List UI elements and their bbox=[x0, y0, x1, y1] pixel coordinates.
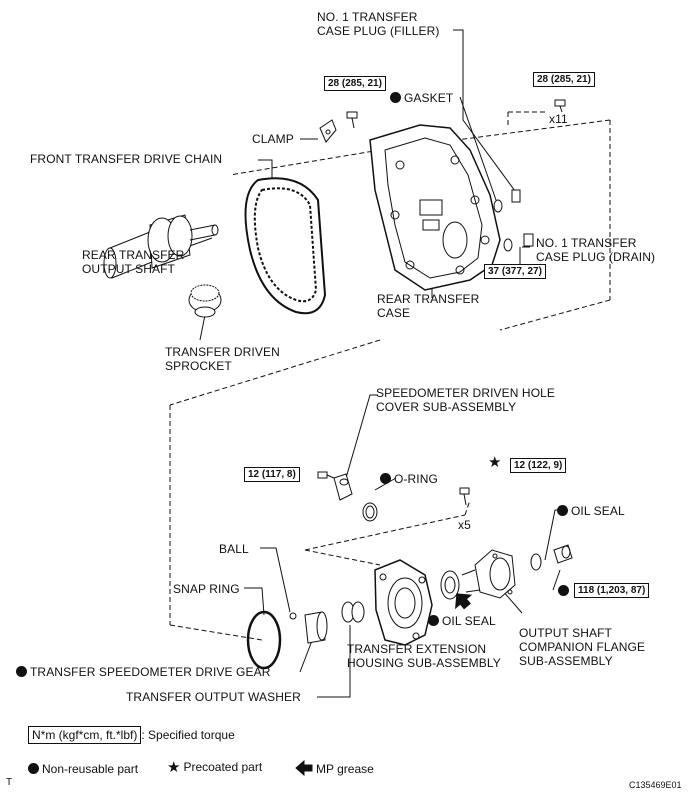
rear-output-shaft bbox=[103, 214, 219, 279]
label-rear-case-line2: CASE bbox=[377, 306, 411, 320]
label-companion-flange-line2: COMPANION FLANGE bbox=[519, 640, 646, 654]
label-companion-flange-line3: SUB-ASSEMBLY bbox=[519, 654, 613, 668]
nonreusable-icon bbox=[16, 666, 27, 677]
flange-nut bbox=[553, 544, 573, 564]
label-rear-case: REAR TRANSFER CASE bbox=[377, 292, 479, 320]
label-rear-shaft: REAR TRANSFER OUTPUT SHAFT bbox=[82, 248, 184, 276]
bolt-upper-right bbox=[554, 99, 566, 113]
torque-12-117: 12 (117, 8) bbox=[244, 467, 300, 482]
torque-118-group bbox=[558, 584, 572, 598]
figure-code: C135469E01 bbox=[629, 780, 682, 790]
label-rear-case-line1: REAR TRANSFER bbox=[377, 292, 480, 306]
legend-nonreusable-text: Non-reusable part bbox=[42, 762, 139, 776]
label-extension-housing-line2: HOUSING SUB-ASSEMBLY bbox=[347, 656, 501, 670]
torque-12-122: 12 (122, 9) bbox=[510, 458, 567, 473]
legend-precoated: ★Precoated part bbox=[167, 759, 263, 776]
label-filler-plug-line1: NO. 1 TRANSFER bbox=[317, 10, 418, 24]
label-drain-plug: NO. 1 TRANSFER CASE PLUG (DRAIN) bbox=[536, 236, 655, 264]
label-companion-flange-line1: OUTPUT SHAFT bbox=[519, 626, 612, 640]
label-rear-shaft-line2: OUTPUT SHAFT bbox=[82, 262, 175, 276]
label-filler-plug: NO. 1 TRANSFER CASE PLUG (FILLER) bbox=[317, 10, 440, 38]
nonreusable-icon bbox=[557, 505, 568, 516]
label-oil-seal-mid-text: OIL SEAL bbox=[442, 614, 496, 628]
snap-ring-part bbox=[246, 610, 282, 670]
nonreusable-icon bbox=[558, 585, 569, 596]
label-speedo-cover-line1: SPEEDOMETER DRIVEN HOLE bbox=[376, 386, 556, 400]
torque-118: 118 (1,203, 87) bbox=[574, 583, 650, 598]
legend-mp-grease: MP grease bbox=[316, 762, 374, 776]
label-speedo-cover-line2: COVER SUB-ASSEMBLY bbox=[376, 400, 517, 414]
ball-part bbox=[289, 612, 297, 620]
legend-torque: N*m (kgf*cm, ft.*lbf): Specified torque bbox=[28, 726, 235, 744]
precoated-star-icon: ★ bbox=[167, 759, 181, 776]
drive-chain bbox=[244, 177, 327, 315]
label-driven-sprocket-line2: SPROCKET bbox=[165, 359, 232, 373]
speedo-cover-bolt bbox=[317, 471, 335, 479]
label-gasket: GASKET bbox=[390, 91, 453, 105]
label-speedo-gear: TRANSFER SPEEDOMETER DRIVE GEAR bbox=[16, 665, 270, 679]
mp-grease-legend-arrow bbox=[295, 759, 313, 777]
label-speedo-gear-text: TRANSFER SPEEDOMETER DRIVE GEAR bbox=[30, 665, 271, 679]
torque-12-122-group: ★ bbox=[488, 454, 505, 471]
gasket-filler bbox=[493, 199, 503, 213]
legend-torque-text: : Specified torque bbox=[141, 728, 235, 742]
precoated-star-icon: ★ bbox=[488, 454, 502, 471]
extension-bolt bbox=[459, 487, 470, 506]
label-front-chain: FRONT TRANSFER DRIVE CHAIN bbox=[30, 152, 223, 166]
nonreusable-icon bbox=[428, 615, 439, 626]
label-x5: x5 bbox=[458, 518, 471, 532]
label-o-ring-text: O-RING bbox=[394, 472, 438, 486]
torque-28-right: 28 (285, 21) bbox=[533, 72, 595, 87]
speedo-drive-gear bbox=[304, 611, 328, 644]
label-oil-seal-top-text: OIL SEAL bbox=[571, 504, 625, 518]
gasket-drain bbox=[503, 238, 513, 252]
output-washers bbox=[341, 601, 365, 623]
label-oil-seal-mid: OIL SEAL bbox=[428, 614, 496, 628]
oil-seal-mid-part bbox=[440, 570, 460, 600]
speedo-cover bbox=[333, 473, 353, 501]
legend-precoated-text: Precoated part bbox=[183, 760, 263, 774]
alignment-lines-upper bbox=[169, 111, 611, 641]
label-rear-shaft-line1: REAR TRANSFER bbox=[82, 248, 185, 262]
label-driven-sprocket: TRANSFER DRIVEN SPROCKET bbox=[165, 345, 280, 373]
corner-letter: T bbox=[6, 777, 13, 788]
label-o-ring: O-RING bbox=[380, 472, 438, 486]
legend-torque-box: N*m (kgf*cm, ft.*lbf) bbox=[28, 726, 142, 744]
drain-plug bbox=[523, 233, 534, 247]
label-gasket-text: GASKET bbox=[404, 91, 454, 105]
companion-flange bbox=[461, 549, 516, 599]
label-extension-housing-line1: TRANSFER EXTENSION bbox=[347, 642, 487, 656]
label-companion-flange: OUTPUT SHAFT COMPANION FLANGE SUB-ASSEMB… bbox=[519, 626, 645, 668]
mp-grease-arrow bbox=[455, 593, 473, 610]
torque-37: 37 (377, 27) bbox=[484, 264, 546, 279]
legend-nonreusable: Non-reusable part bbox=[28, 762, 138, 776]
label-snap-ring: SNAP RING bbox=[173, 582, 240, 596]
nonreusable-icon bbox=[390, 92, 401, 103]
bolt-upper-left bbox=[346, 111, 358, 129]
label-driven-sprocket-line1: TRANSFER DRIVEN bbox=[165, 345, 280, 359]
o-ring-part bbox=[362, 502, 378, 522]
rear-transfer-case bbox=[369, 124, 501, 291]
extension-housing bbox=[374, 559, 433, 646]
label-ball: BALL bbox=[219, 542, 249, 556]
torque-28-left: 28 (285, 21) bbox=[324, 76, 386, 91]
label-filler-plug-line2: CASE PLUG (FILLER) bbox=[317, 24, 440, 38]
label-extension-housing: TRANSFER EXTENSION HOUSING SUB-ASSEMBLY bbox=[347, 642, 501, 670]
filler-plug bbox=[511, 189, 521, 203]
label-x11: x11 bbox=[549, 112, 568, 126]
label-clamp: CLAMP bbox=[252, 132, 294, 146]
nonreusable-icon bbox=[380, 473, 391, 484]
label-speedo-cover: SPEEDOMETER DRIVEN HOLE COVER SUB-ASSEMB… bbox=[376, 386, 555, 414]
label-oil-seal-top: OIL SEAL bbox=[557, 504, 625, 518]
label-drain-plug-line1: NO. 1 TRANSFER bbox=[536, 236, 637, 250]
label-output-washer: TRANSFER OUTPUT WASHER bbox=[126, 690, 301, 704]
label-drain-plug-line2: CASE PLUG (DRAIN) bbox=[536, 250, 656, 264]
clamp-part bbox=[319, 119, 337, 143]
driven-sprocket bbox=[188, 284, 222, 318]
oil-seal-right-part bbox=[530, 553, 542, 571]
nonreusable-icon bbox=[28, 763, 39, 774]
